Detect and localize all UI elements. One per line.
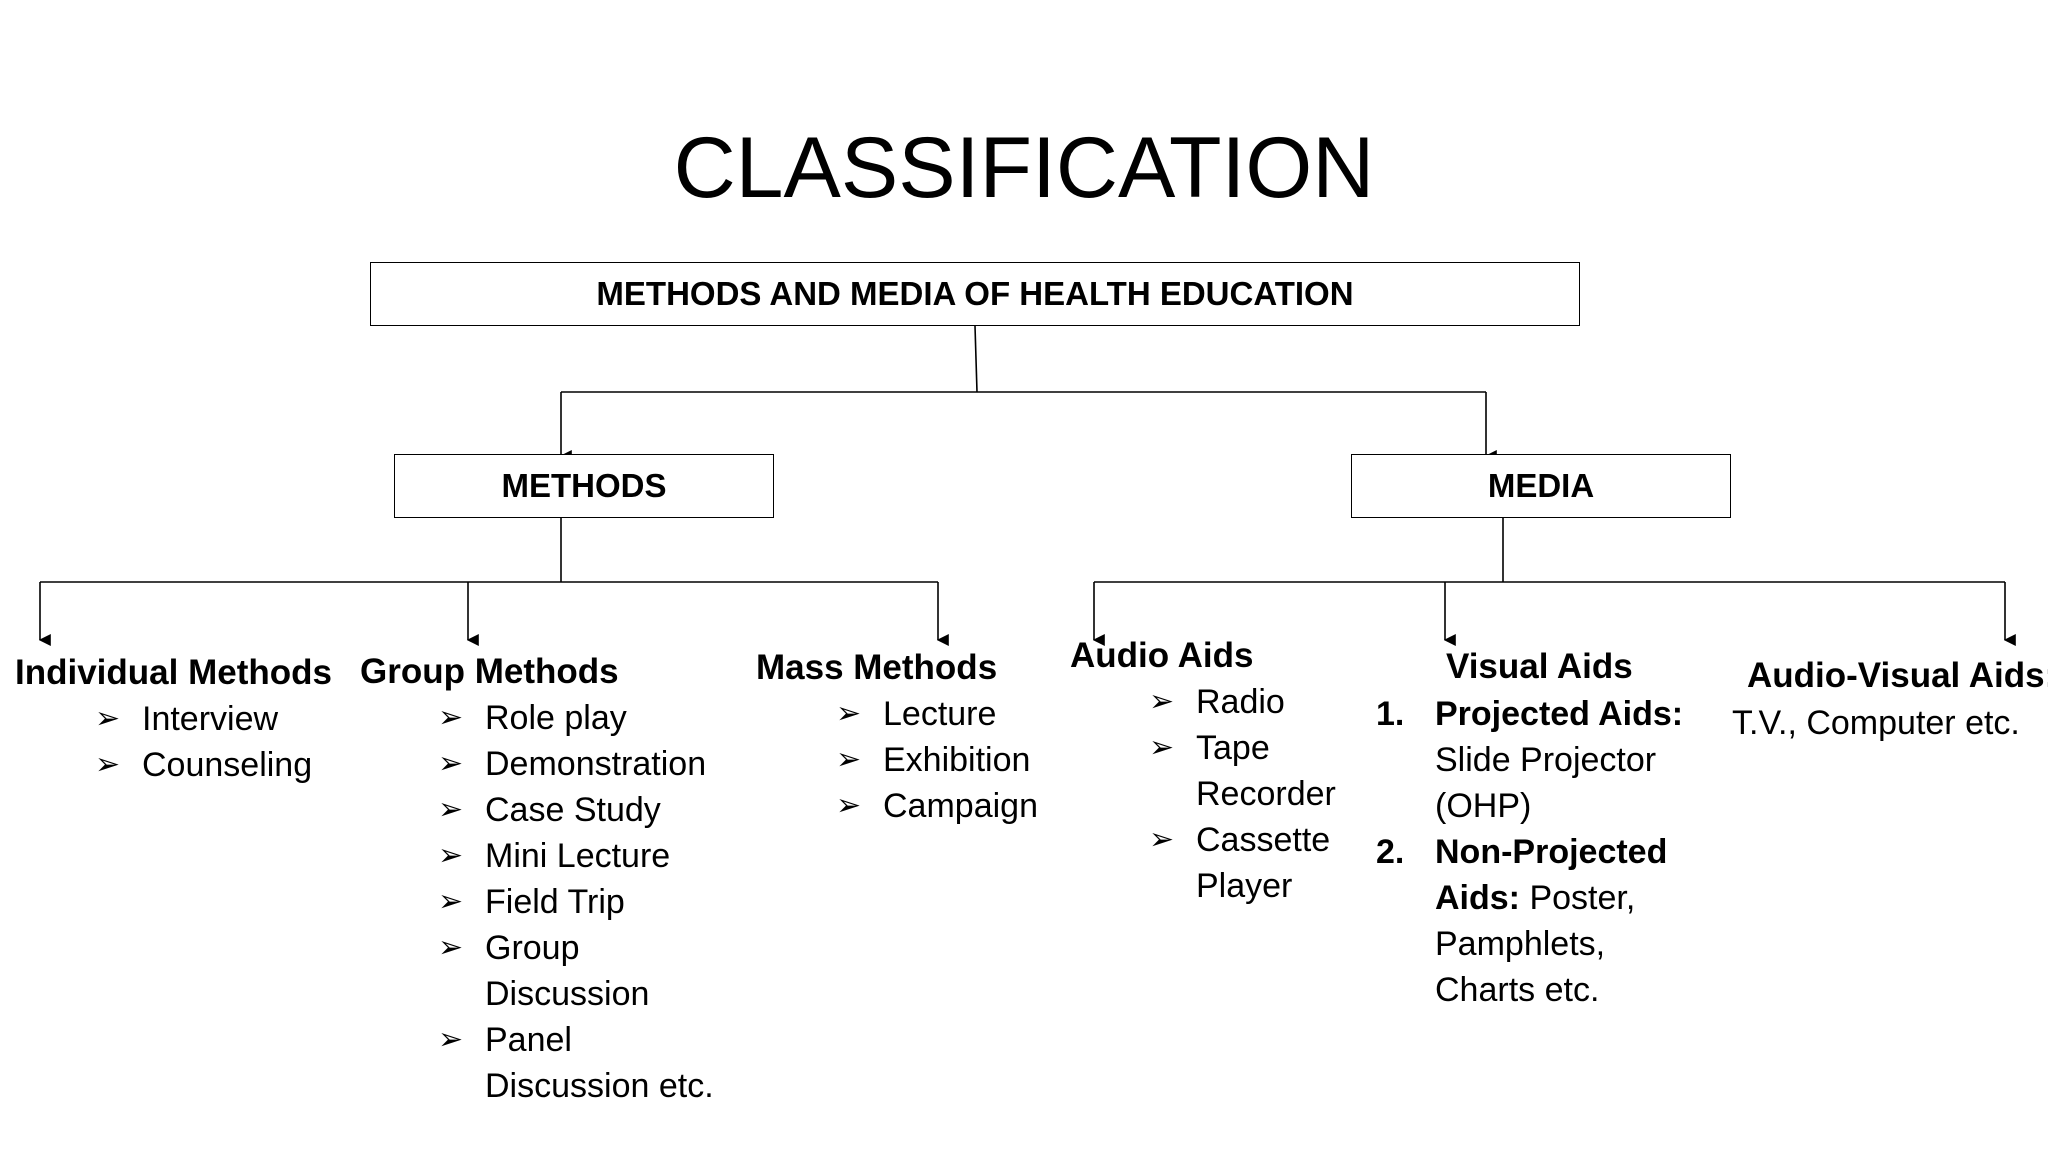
visual-aids-list: 1. Projected Aids: Slide Projector (OHP)…: [1376, 691, 1683, 1013]
media-label: MEDIA: [1487, 467, 1595, 504]
bullet-arrow-icon: ➢: [95, 748, 121, 781]
media-box: MEDIA: [1351, 454, 1731, 518]
audiovisual-aids-text: T.V., Computer etc.: [1732, 704, 2020, 742]
audiovisual-aids-heading: Audio-Visual Aids:: [1747, 656, 2048, 695]
mass-methods-heading: Mass Methods: [756, 648, 998, 687]
bullet-arrow-icon: ➢: [438, 701, 464, 734]
individual-methods-group: Individual Methods ➢Interview ➢Counselin…: [15, 650, 332, 788]
individual-methods-list: ➢Interview ➢Counseling: [95, 696, 332, 788]
list-item: 1. Projected Aids: Slide Projector (OHP): [1376, 695, 1684, 825]
list-item: ➢Mini Lecture: [438, 833, 714, 879]
individual-methods-heading: Individual Methods: [15, 653, 332, 692]
bullet-arrow-icon: ➢: [836, 789, 862, 822]
mass-methods-list: ➢Lecture ➢Exhibition ➢Campaign: [836, 691, 1038, 829]
bullet-arrow-icon: ➢: [1149, 823, 1175, 856]
bullet-arrow-icon: ➢: [438, 747, 464, 780]
list-item: ➢Exhibition: [836, 737, 1038, 783]
bullet-arrow-icon: ➢: [95, 702, 121, 735]
list-item: ➢Role play: [438, 695, 714, 741]
list-item: 2. Non-Projected Aids: Poster, Pamphlets…: [1376, 833, 1668, 1009]
audio-aids-heading: Audio Aids: [1070, 636, 1254, 675]
group-methods-heading: Group Methods: [360, 652, 619, 691]
bullet-arrow-icon: ➢: [1149, 685, 1175, 718]
bullet-arrow-icon: ➢: [1149, 731, 1175, 764]
bullet-arrow-icon: ➢: [836, 697, 862, 730]
group-methods-list: ➢Role play ➢Demonstration ➢Case Study ➢M…: [438, 695, 714, 1109]
list-item: ➢Radio: [1149, 679, 1336, 725]
list-item: ➢Counseling: [95, 742, 332, 788]
bullet-arrow-icon: ➢: [438, 1023, 464, 1056]
group-methods-group: Group Methods ➢Role play ➢Demonstration …: [360, 649, 714, 1109]
page-title: CLASSIFICATION: [673, 120, 1375, 216]
list-item: ➢Lecture: [836, 691, 1038, 737]
visual-aids-heading: Visual Aids: [1446, 647, 1633, 686]
bullet-arrow-icon: ➢: [438, 839, 464, 872]
list-item: ➢Demonstration: [438, 741, 714, 787]
list-item: ➢Interview: [95, 696, 332, 742]
mass-methods-group: Mass Methods ➢Lecture ➢Exhibition ➢Campa…: [756, 645, 1038, 829]
root-box: METHODS AND MEDIA OF HEALTH EDUCATION: [370, 262, 1580, 326]
bullet-arrow-icon: ➢: [438, 931, 464, 964]
bullet-arrow-icon: ➢: [836, 743, 862, 776]
methods-box: METHODS: [394, 454, 774, 518]
bullet-arrow-icon: ➢: [438, 793, 464, 826]
root-connector: [974, 325, 978, 393]
methods-label: METHODS: [501, 467, 667, 504]
list-item: ➢Field Trip: [438, 879, 714, 925]
list-item: ➢Case Study: [438, 787, 714, 833]
list-item: ➢Campaign: [836, 783, 1038, 829]
root-label: METHODS AND MEDIA OF HEALTH EDUCATION: [596, 275, 1354, 312]
bullet-arrow-icon: ➢: [438, 885, 464, 918]
